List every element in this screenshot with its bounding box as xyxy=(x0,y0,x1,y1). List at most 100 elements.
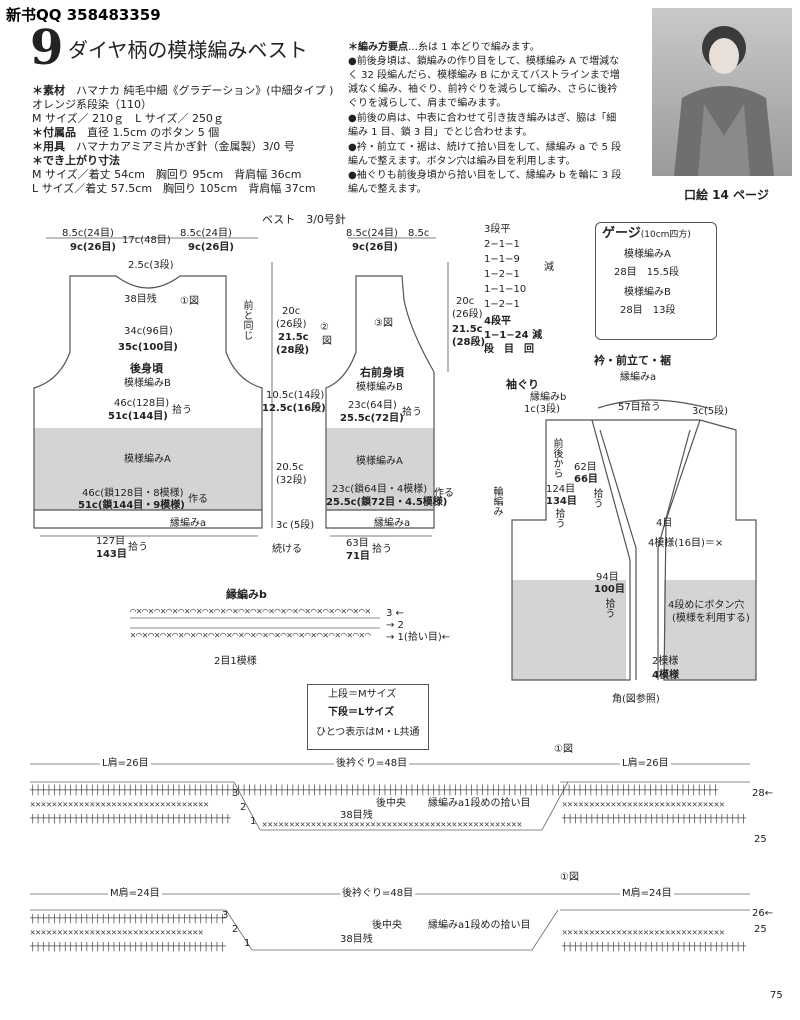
collar-right-shade xyxy=(664,580,756,680)
front-right2: (26段) xyxy=(452,309,483,320)
collar-button1: 4段めにボタン穴 xyxy=(668,600,745,611)
color-text: オレンジ系段染（110） xyxy=(32,98,152,111)
front-fig2b: 図 xyxy=(322,336,332,347)
gauge-box: ゲージ(10cm四方) 模様編みA 28目 15.5段 模様編みB 28目 13… xyxy=(595,222,717,340)
model-silhouette xyxy=(674,26,774,176)
chart-m-r26: 26← xyxy=(752,908,774,919)
collar-pattern16: 4模様(16目)＝× xyxy=(648,538,724,549)
decrease-row4: 4段平 xyxy=(484,316,511,327)
collar-left-outline xyxy=(511,419,631,681)
decrease-row-1: 2−1−1 xyxy=(484,239,520,250)
collar-rep4: 4模様 xyxy=(652,670,679,681)
method-intro-line: ＊編み方要点…糸は 1 本どりで編みます。 xyxy=(348,42,540,54)
chart-m-center: 後中央 xyxy=(372,920,402,932)
back-pick: 拾う xyxy=(172,405,192,416)
decrease-row-4: 1−1−10 xyxy=(484,284,527,295)
material-text: ハマナカ 純毛中細《グラデーション》(中細タイプ ) xyxy=(76,84,334,97)
chart-m-r25: 25 xyxy=(754,924,767,935)
chart-m-edge-note: 縁編みa1段めの拾い目 xyxy=(428,920,531,932)
front-bottom2: 25.5c(鎖72目・4.5模様) xyxy=(326,497,448,508)
back-pattern-a: 模様編みA xyxy=(124,454,171,465)
back-top-left2: 9c(26目) xyxy=(70,242,116,253)
dim-v6: 12.5c(16段) xyxy=(262,403,326,414)
gauge-a-value: 28目 15.5段 xyxy=(614,267,679,278)
method-line-8: ●袖ぐりも前後身頃から拾い目をして、縁編み b を輪に 3 段 xyxy=(348,170,622,181)
chart-l-rows38: 38目残 xyxy=(340,810,373,822)
front-right1: 20c xyxy=(456,296,475,307)
back-pattern-a-area xyxy=(34,428,262,510)
chart-l-neck xyxy=(233,781,569,831)
front-bottom1: 23c(鎖64目・4模様) xyxy=(332,484,428,495)
back-top-left: 8.5c(24目) xyxy=(62,228,114,239)
front-body-outline xyxy=(325,275,435,529)
page-number: 75 xyxy=(770,990,783,1001)
chart-m-shoulder-right: M肩=24目 xyxy=(620,888,674,900)
edge-b-r2: → 2 xyxy=(386,620,404,631)
legend-common: ひとつ表示はM・L共通 xyxy=(316,727,420,738)
method-line-5: 編み 1 目、鎖 3 目」でとじ合わせます。 xyxy=(348,127,533,138)
chart-l-r28: 28← xyxy=(752,788,774,799)
chart-m-fig1: ①図 xyxy=(560,872,579,883)
chart-l-fig1: ①図 xyxy=(554,744,573,755)
collar-corner: 角(図参照) xyxy=(612,694,660,705)
back-pick-b1: 127目 xyxy=(96,536,126,547)
chart-l-r3: 3 xyxy=(232,788,239,799)
chart-l-r1: 1 xyxy=(250,816,257,827)
decrease-row-2: 1−1−9 xyxy=(484,254,520,265)
chart-l-stitches-1: ┼┼┼┼┼┼┼┼┼┼┼┼┼┼┼┼┼┼┼┼┼┼┼┼┼┼┼┼┼┼┼┼┼┼┼┼┼┼┼┼… xyxy=(30,786,719,796)
size-m-text: M サイズ／着丈 54cm 胸回り 95cm 背肩幅 36cm xyxy=(32,168,302,181)
front-band-right xyxy=(657,429,691,680)
back-bottom1: 46c(鎖128目・8模様) xyxy=(82,488,184,499)
method-line-3: ぐりを減らして、肩まで編みます。 xyxy=(348,98,507,109)
chart-m-stitches-3: ┼┼┼┼┼┼┼┼┼┼┼┼┼┼┼┼┼┼┼┼┼┼┼┼┼┼┼┼┼┼┼┼┼┼┼┼┼ xyxy=(30,942,226,952)
front-pick-b2: 71目 xyxy=(346,551,370,562)
front-top-right: 8.5c xyxy=(408,228,430,239)
method-line-1: く 32 段編んだら、模様編み B にかえてバストラインまで増 xyxy=(348,70,620,81)
collar-title: 衿・前立て・裾 xyxy=(594,354,671,367)
method-intro: …糸は 1 本どりで編みます。 xyxy=(408,42,540,53)
decrease-row6: 段 目 回 xyxy=(484,344,534,355)
collar-pick-word: 拾う xyxy=(553,508,564,528)
front-pattern-a: 模様編みA xyxy=(356,456,403,467)
decrease-row-5: 1−2−1 xyxy=(484,299,520,310)
tools-label: ＊用具 xyxy=(32,140,65,153)
method-line-2: 減なく編み、袖ぐり、前衿ぐりを減らして編み、さらに後衿 xyxy=(348,84,618,95)
back-fig1: ①図 xyxy=(180,296,199,307)
back-width1: 34c(96目) xyxy=(124,326,173,337)
back-mid1: 46c(128目) xyxy=(114,398,170,409)
chart-m-stitches-5: ┼┼┼┼┼┼┼┼┼┼┼┼┼┼┼┼┼┼┼┼┼┼┼┼┼┼┼┼┼┼┼┼┼┼ xyxy=(562,942,747,952)
chart-l-center: 後中央 xyxy=(376,798,406,810)
front-right4: (28段) xyxy=(452,337,486,348)
front-fig2: ② xyxy=(320,322,329,333)
armhole-label: 袖ぐり xyxy=(506,378,539,391)
edge-b-repeat: 2目1模様 xyxy=(214,656,257,667)
collar-pick124: 124目 xyxy=(546,484,576,495)
gauge-b-value: 28目 13段 xyxy=(620,305,676,316)
dim-v7: 20.5c xyxy=(276,462,304,473)
accessories-text: 直径 1.5cm のボタン 5 個 xyxy=(87,126,220,139)
material-line: ＊素材 ハマナカ 純毛中細《グラデーション》(中細タイプ ) xyxy=(32,84,333,98)
tools-line: ＊用具 ハマナカアミアミ片かぎ針（金属製）3/0 号 xyxy=(32,140,295,154)
collar-ring: 輪編み xyxy=(491,486,502,516)
chart-m-stitches-1: ┼┼┼┼┼┼┼┼┼┼┼┼┼┼┼┼┼┼┼┼┼┼┼┼┼┼┼┼┼┼┼┼┼┼┼┼┼ xyxy=(30,914,226,924)
front-edge-a: 縁編みa xyxy=(374,518,411,529)
chart-m-r3: 3 xyxy=(222,910,229,921)
pattern-number: 9 xyxy=(30,20,64,76)
front-right3: 21.5c xyxy=(452,324,483,335)
dim-v9: 3c xyxy=(276,520,288,531)
chart-l-stitches-5: ┼┼┼┼┼┼┼┼┼┼┼┼┼┼┼┼┼┼┼┼┼┼┼┼┼┼┼┼┼┼┼┼┼┼ xyxy=(562,814,747,824)
dim-v4: (28段) xyxy=(276,345,310,356)
gauge-title-line: ゲージ(10cm四方) xyxy=(602,227,691,241)
dim-v10: (5段) xyxy=(290,520,315,531)
gauge-title: ゲージ xyxy=(602,226,641,241)
back-mid2: 51c(144目) xyxy=(108,411,168,422)
method-label: ＊編み方要点 xyxy=(348,42,408,53)
collar-right-outline xyxy=(663,419,757,681)
collar-pick100: 100目 xyxy=(594,584,625,595)
front-pick: 拾う xyxy=(402,407,422,418)
collar-left-shade xyxy=(512,580,626,680)
chart-l-r25: 25 xyxy=(754,834,767,845)
back-make: 作る xyxy=(188,494,208,505)
collar-rep2: 2模様 xyxy=(652,656,679,667)
back-top-mid: 17c(48目) xyxy=(122,235,171,246)
